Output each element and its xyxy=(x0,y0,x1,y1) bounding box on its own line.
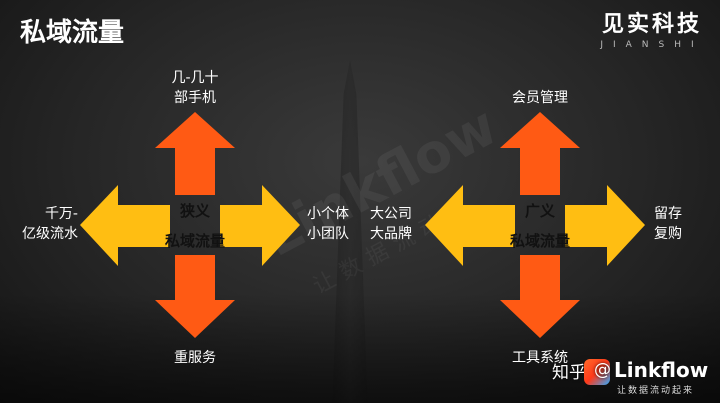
left-center-label: 狭义 私域流量 xyxy=(155,196,235,256)
left-left-label-line1: 千万- xyxy=(44,206,78,222)
right-center-line2: 私域流量 xyxy=(509,232,570,250)
right-top-label: 会员管理 xyxy=(512,90,568,106)
left-top-label-line1: 几-几十 xyxy=(171,70,219,86)
left-right-label-line2: 小团队 xyxy=(307,226,349,242)
left-arrow-up xyxy=(155,112,235,195)
left-center-line2: 私域流量 xyxy=(164,232,225,250)
right-arrow-up xyxy=(500,112,580,195)
left-arrow-left xyxy=(80,185,170,266)
linkflow-logo-name: Linkflow xyxy=(614,358,709,382)
left-right-label: 小个体 小团队 xyxy=(302,204,354,244)
right-left-label-line2: 大品牌 xyxy=(370,226,412,242)
left-center-line1: 狭义 xyxy=(179,202,210,220)
left-arrow-right xyxy=(220,185,300,266)
left-bottom-label: 重服务 xyxy=(174,350,216,366)
slide-title: 私域流量 xyxy=(20,18,125,48)
right-bottom-label: 工具系统 xyxy=(512,350,568,366)
right-arrow-left xyxy=(425,185,515,266)
linkflow-logo-icon xyxy=(584,359,610,385)
left-left-label: 千万- 亿级流水 xyxy=(8,204,78,244)
brand-logo: 见实科技 JIANSHI xyxy=(592,6,712,50)
right-right-label-line2: 复购 xyxy=(654,226,682,242)
right-arrow-right xyxy=(565,185,645,266)
left-top-label: 几-几十 部手机 xyxy=(160,68,230,108)
at-sign: @ xyxy=(594,360,611,380)
brand-name-cn: 见实科技 xyxy=(601,12,702,37)
linkflow-logo: @ Linkflow 让数据流动起来 xyxy=(584,357,716,396)
right-center-label: 广义 私域流量 xyxy=(500,196,580,256)
right-arrow-down xyxy=(500,255,580,338)
right-center-line1: 广义 xyxy=(524,202,555,220)
right-right-label: 留存 复购 xyxy=(648,204,688,244)
linkflow-logo-tagline: 让数据流动起来 xyxy=(617,386,695,396)
zhihu-watermark: 知乎 xyxy=(552,363,586,383)
right-cross-arrows xyxy=(425,112,645,338)
right-left-label: 大公司 大品牌 xyxy=(360,204,422,244)
right-left-label-line1: 大公司 xyxy=(370,206,412,222)
right-right-label-line1: 留存 xyxy=(654,206,682,222)
left-top-label-line2: 部手机 xyxy=(174,90,216,106)
left-right-label-line1: 小个体 xyxy=(307,206,349,222)
brand-name-en: JIANSHI xyxy=(600,40,704,50)
left-left-label-line2: 亿级流水 xyxy=(22,226,78,242)
left-cross-arrows xyxy=(80,112,300,338)
left-arrow-down xyxy=(155,255,235,338)
